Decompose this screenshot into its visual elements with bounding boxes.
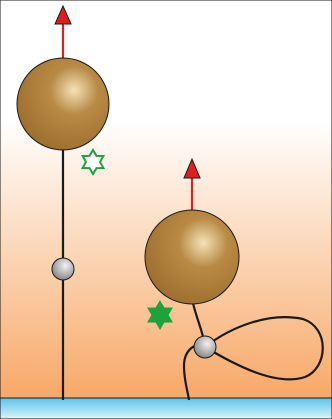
left-node [51,257,75,281]
surface [0,397,332,419]
filled-six-point-star-icon [147,300,173,330]
right-force-arrow-icon [183,157,201,212]
right-system [144,157,324,401]
right-node [193,335,217,359]
left-force-arrow-icon [54,4,72,60]
right-looped-tether-right-loop [204,316,324,381]
left-bead [16,57,110,151]
open-six-point-star-icon [80,148,106,176]
left-system [16,4,110,400]
right-bead [144,209,240,305]
